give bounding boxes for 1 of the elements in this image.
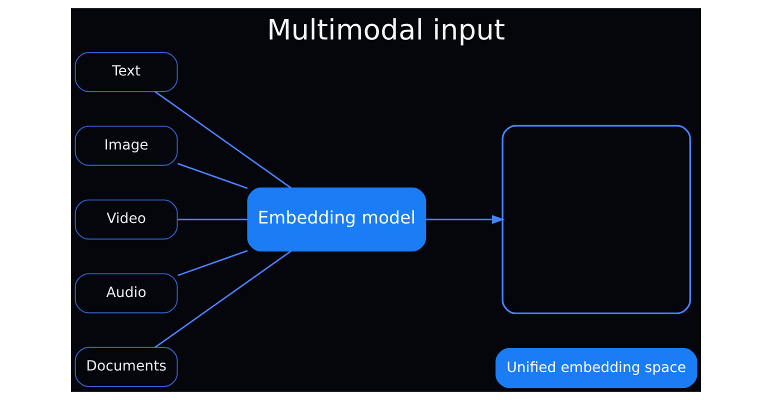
diagram-title: Multimodal input bbox=[266, 13, 505, 46]
